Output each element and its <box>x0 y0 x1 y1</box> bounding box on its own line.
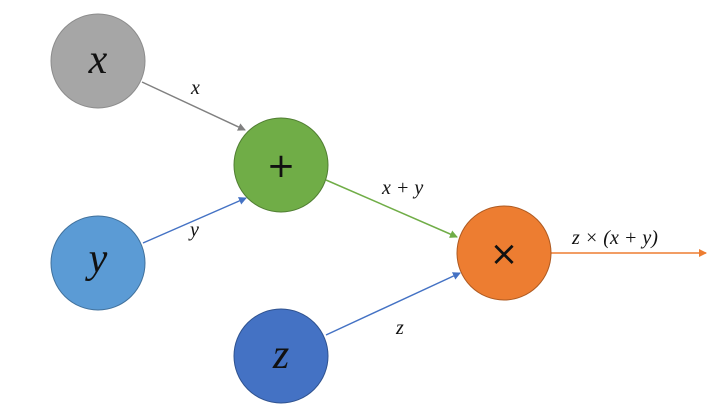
node-x-circle <box>50 13 146 109</box>
edge-add-to-mul <box>325 179 458 238</box>
node-add-label: + <box>267 146 296 186</box>
edge-x-to-add <box>141 81 246 131</box>
node-x-label: x <box>88 37 108 83</box>
edge-label-y: y <box>188 219 199 241</box>
node-x: x <box>50 13 146 109</box>
edge-label-x: x <box>190 77 200 99</box>
node-y-label: y <box>85 236 108 282</box>
edge-z-to-mul <box>325 272 461 336</box>
node-add: + <box>233 117 329 213</box>
node-mul-label: × <box>490 234 519 274</box>
node-add-circle <box>233 117 329 213</box>
node-mul: × <box>456 205 552 301</box>
edge-label-x-plus-y: x + y <box>381 177 423 199</box>
edge-label-output: z × (x + y) <box>571 227 658 249</box>
node-z-circle <box>233 308 329 404</box>
node-z: z <box>233 308 329 404</box>
edge-y-to-add <box>142 197 247 244</box>
edge-label-z: z <box>395 317 404 339</box>
node-z-label: z <box>272 332 289 378</box>
node-y-circle <box>50 215 146 311</box>
node-y: y <box>50 215 146 311</box>
node-mul-circle <box>456 205 552 301</box>
